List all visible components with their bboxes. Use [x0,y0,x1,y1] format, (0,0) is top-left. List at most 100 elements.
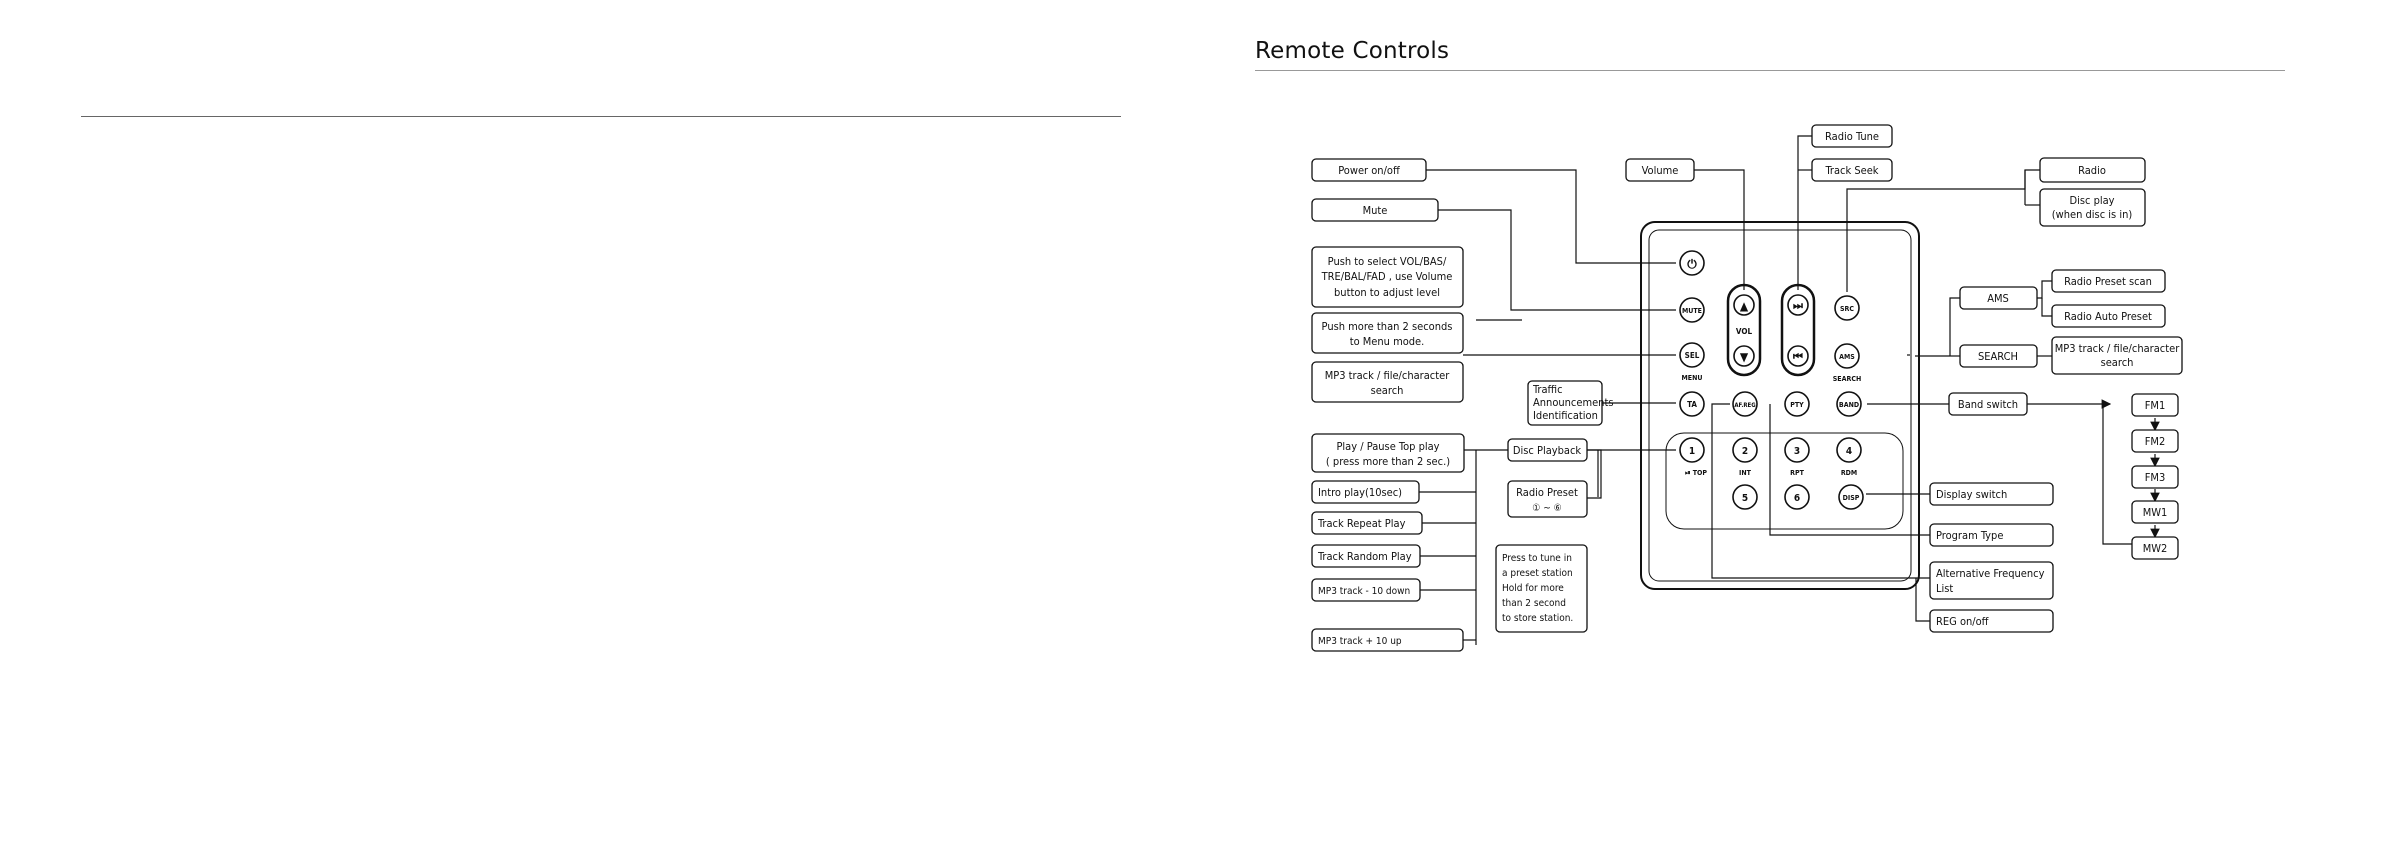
press-to-tune-line-5: to store station. [1502,613,1573,624]
radio-tune-callout [1811,124,1893,148]
fm3-box [2131,465,2179,489]
preset-5-label: 5 [1742,493,1748,504]
press-to-tune-callout [1495,544,1588,633]
radio-preset-label: Radio Preset [1516,486,1578,499]
track-seek-callout [1811,158,1893,182]
mp3-up-label: MP3 track + 10 up [1318,636,1402,647]
vol-down-button[interactable] [1733,345,1755,367]
disp-button[interactable] [1838,484,1864,510]
radio-callout [2039,157,2146,183]
preset-1-button[interactable] [1679,437,1705,463]
power-label: Power on/off [1338,164,1401,177]
ta-button[interactable] [1679,391,1705,417]
seek-next-button[interactable] [1787,294,1809,316]
disc-playback-label: Disc Playback [1513,444,1582,457]
radio-preset-range: ① ~ ⑥ [1532,503,1561,514]
alt-freq-line-1: Alternative Frequency [1936,567,2045,580]
mp3-search-left-line-2: search [1371,384,1404,397]
remote-body [1640,221,1920,590]
preset-group-outline [1665,432,1904,530]
ams-button-label: AMS [1839,353,1855,361]
seek-prev-icon: ⏮ [1793,350,1803,363]
mw2-label: MW2 [2143,542,2168,555]
seek-prev-button[interactable] [1787,345,1809,367]
preset-3-button[interactable] [1784,437,1810,463]
top-label: ⏯ TOP [1685,469,1707,477]
disc-play-callout [2039,188,2146,227]
pty-button[interactable] [1784,391,1810,417]
preset-5-button[interactable] [1732,484,1758,510]
src-button-label: SRC [1840,305,1854,313]
band-switch-label: Band switch [1958,398,2018,411]
band-button[interactable] [1836,391,1862,417]
src-button[interactable] [1834,295,1860,321]
afreg-button-label: AF.REG [1734,402,1756,409]
mute-callout [1311,198,1439,222]
vol-label: VOL [1736,327,1753,336]
page-title: Remote Controls [1255,38,1450,64]
vol-select-line-1: Push to select VOL/BAS/ [1328,255,1447,268]
fm3-label: FM3 [2145,471,2166,484]
press-to-tune-line-3: Hold for more [1502,583,1564,594]
search-callout-label: SEARCH [1978,350,2018,363]
preset-3-label: 3 [1794,446,1800,457]
preset-2-button[interactable] [1732,437,1758,463]
mp3-up-callout [1311,628,1464,652]
alt-freq-line-2: List [1936,582,1953,595]
radio-preset-scan-callout [2051,269,2166,293]
fm1-box [2131,393,2179,417]
play-pause-callout [1311,433,1465,473]
play-pause-line-2: ( press more than 2 sec.) [1326,455,1450,468]
radio-auto-preset-callout [2051,304,2166,328]
preset-2-label: 2 [1742,446,1748,457]
disc-play-line-2: (when disc is in) [2052,208,2133,221]
power-icon: ⏻ [1687,257,1697,271]
preset-6-button[interactable] [1784,484,1810,510]
mute-button[interactable] [1679,297,1705,323]
sel-button[interactable] [1679,342,1705,368]
mp3-search-right-line-2: search [2101,356,2134,369]
track-random-callout [1311,544,1421,568]
volume-label: Volume [1642,164,1679,177]
power-button[interactable] [1679,250,1705,276]
preset-4-label: 4 [1846,446,1852,457]
int-label: INT [1739,469,1752,477]
intro-play-callout [1311,480,1420,504]
ta-button-label: TA [1687,400,1697,409]
mw1-box [2131,500,2179,524]
ams-button[interactable] [1834,343,1860,369]
disc-playback-callout [1507,438,1588,462]
traffic-line-2: Announcements [1533,396,1614,409]
track-seek-label: Track Seek [1824,164,1878,177]
vol-up-button[interactable] [1733,294,1755,316]
power-callout [1311,158,1427,182]
intro-play-label: Intro play(10sec) [1318,486,1402,499]
vol-select-callout [1311,246,1464,308]
afreg-button[interactable] [1732,391,1758,417]
mute-label: Mute [1363,204,1388,217]
vol-up-icon: ▲ [1740,299,1749,313]
display-switch-callout [1929,482,2054,506]
press-to-tune-line-2: a preset station [1502,568,1573,579]
mp3-search-left-callout [1311,361,1464,403]
volume-callout [1625,158,1695,182]
press-to-tune-line-4: than 2 second [1502,598,1566,609]
fm1-label: FM1 [2145,399,2166,412]
display-switch-label: Display switch [1936,488,2007,501]
radio-preset-scan-label: Radio Preset scan [2064,275,2152,288]
traffic-callout [1527,380,1603,426]
reg-onoff-callout [1929,609,2054,633]
mp3-search-left-line-1: MP3 track / file/character [1325,369,1450,382]
band-button-label: BAND [1839,401,1859,409]
disp-button-label: DISP [1843,494,1860,502]
remote-inner-outline [1648,229,1912,582]
menu-mode-line-1: Push more than 2 seconds [1322,320,1453,333]
press-to-tune-line-1: Press to tune in [1502,553,1572,564]
menu-mode-line-2: to Menu mode. [1350,335,1425,348]
preset-4-button[interactable] [1836,437,1862,463]
program-type-label: Program Type [1936,529,2003,542]
header-rule-left [81,116,1121,117]
fm2-box [2131,429,2179,453]
mp3-down-callout [1311,578,1421,602]
